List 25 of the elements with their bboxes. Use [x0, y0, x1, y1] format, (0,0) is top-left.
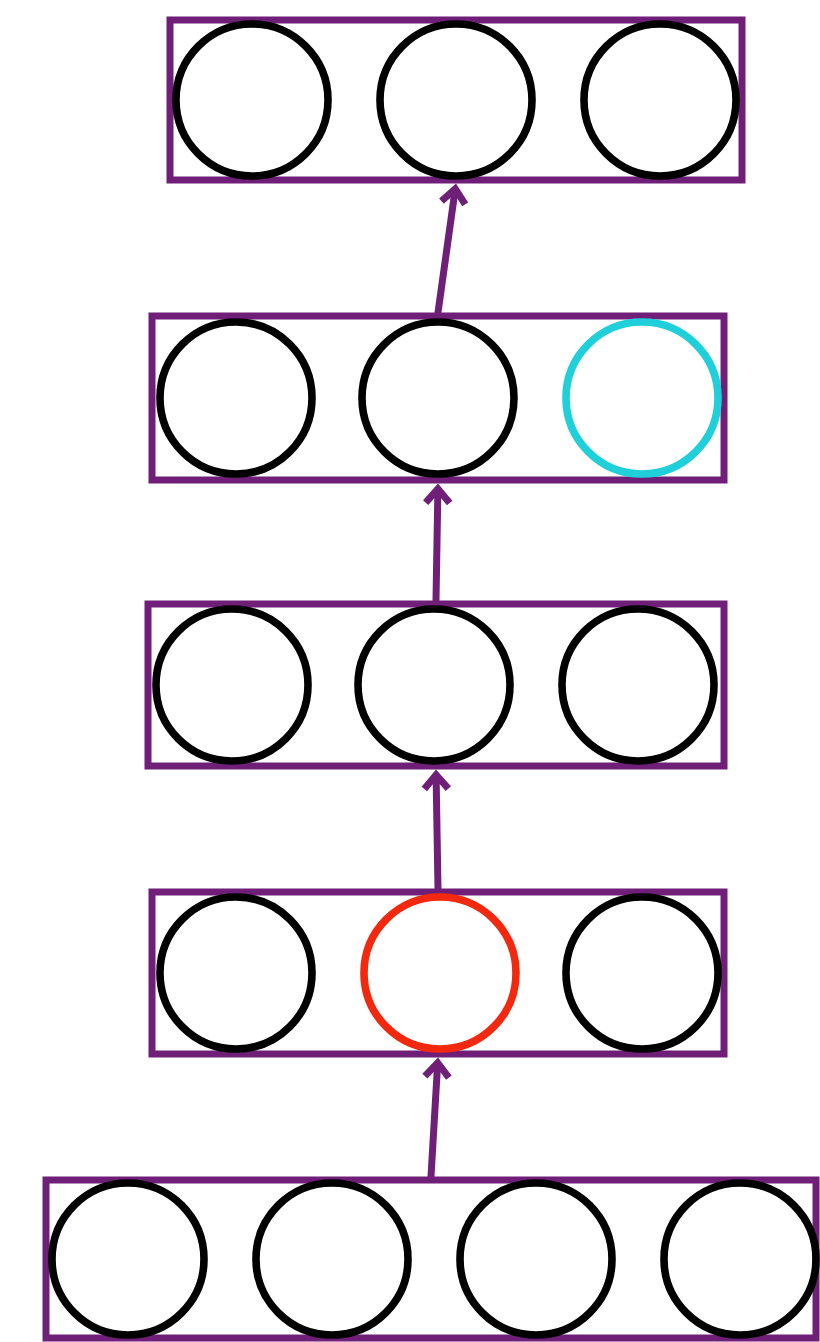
neuron-circle: [358, 318, 518, 478]
layer-box: [148, 312, 728, 484]
arrow: [434, 183, 469, 316]
neuron-circle: [376, 20, 536, 180]
arrow: [421, 769, 451, 892]
layer-box: [42, 1176, 820, 1342]
neuron-circle: [660, 1179, 820, 1339]
layer-box: [148, 888, 728, 1058]
neuron-circle: [152, 605, 312, 765]
neuron-circle: [562, 318, 722, 478]
arrow: [423, 483, 453, 604]
neuron-circle: [456, 1179, 616, 1339]
neuron-circle: [156, 893, 316, 1053]
neuron-circle: [156, 318, 316, 478]
neuron-circle: [48, 1179, 208, 1339]
arrow: [422, 1057, 452, 1180]
neuron-circle: [580, 20, 740, 180]
neuron-circle: [252, 1179, 412, 1339]
neuron-circle: [558, 605, 718, 765]
layer-box: [166, 16, 746, 184]
neuron-circle: [360, 893, 520, 1053]
layer-box: [144, 600, 728, 770]
neuron-circle: [562, 893, 722, 1053]
neuron-circle: [172, 20, 332, 180]
neuron-circle: [354, 605, 514, 765]
